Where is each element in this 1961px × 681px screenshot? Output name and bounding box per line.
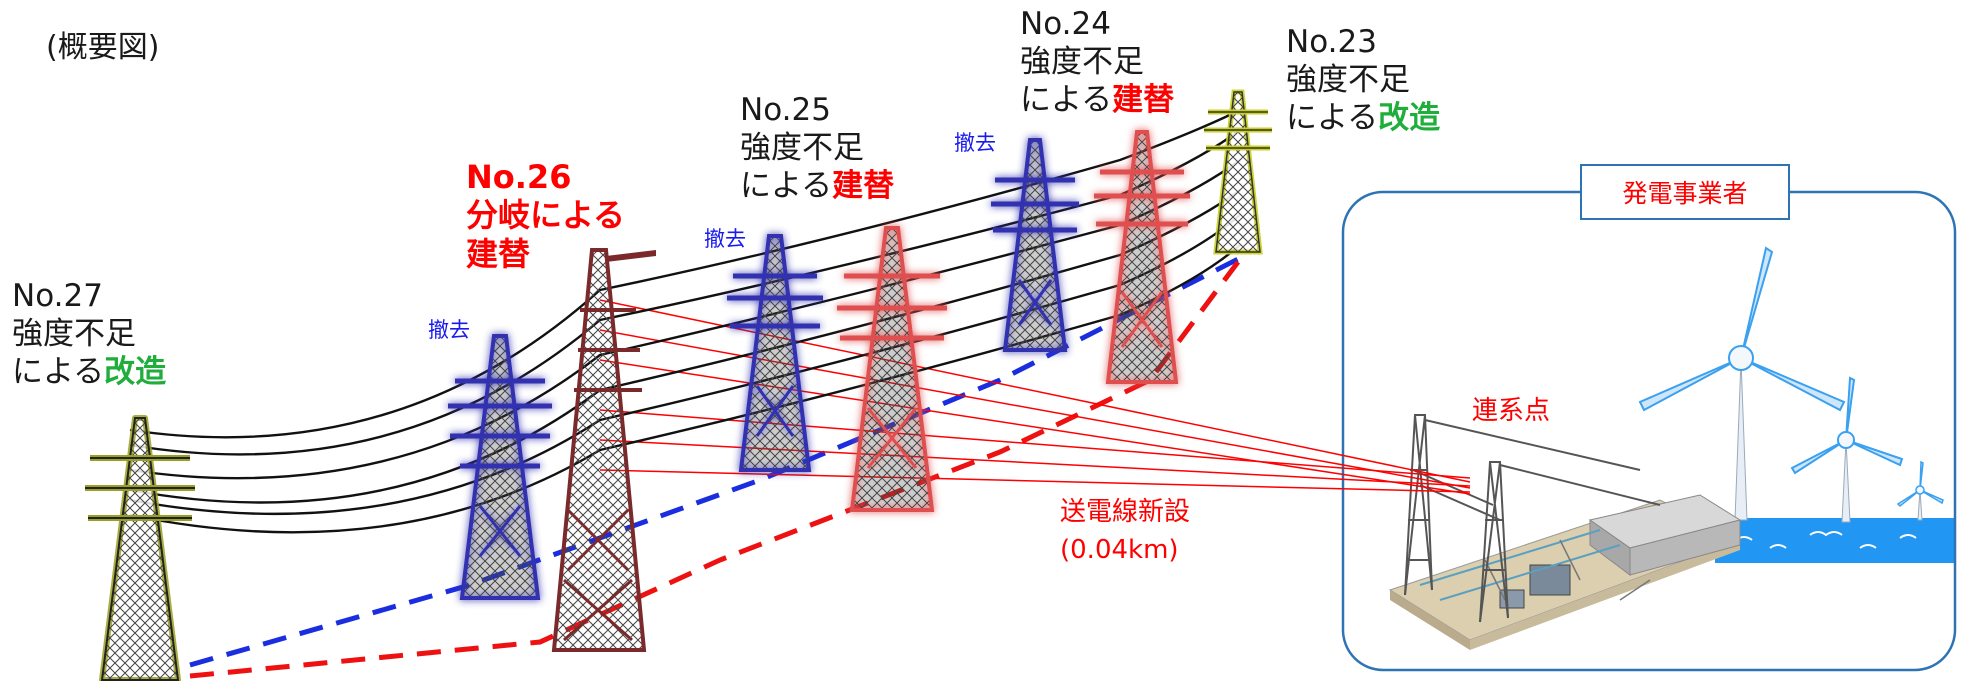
wind-turbine-icon	[1638, 246, 1846, 521]
tower-no23-label: No.23 強度不足 による改造	[1286, 24, 1440, 137]
new-line-length: (0.04km)	[1060, 534, 1179, 565]
tower-reason-prefix: による	[12, 353, 105, 390]
transmission-tower-icon	[551, 248, 656, 652]
tower-no24-label: No.24 強度不足 による建替	[1020, 6, 1174, 119]
transmission-tower-icon	[1204, 89, 1272, 255]
tower-action: 建替	[832, 167, 895, 204]
tower-reason: 強度不足	[1286, 61, 1410, 98]
transmission-tower-icon	[837, 226, 947, 512]
transmission-tower-icon	[727, 234, 823, 472]
tower-reason: 強度不足	[1020, 43, 1144, 80]
tower-no26-label: No.26 分岐による 建替	[466, 158, 625, 273]
new-line-title: 送電線新設	[1060, 497, 1191, 527]
sea	[1715, 518, 1955, 563]
removal-label: 撤去	[704, 227, 746, 251]
removal-label: 撤去	[954, 131, 996, 155]
tower-no25-label: No.25 強度不足 による建替	[740, 92, 894, 205]
tower-reason: 強度不足	[12, 315, 136, 352]
new-line-label: 送電線新設 (0.04km)	[1060, 494, 1190, 569]
wind-turbine-icon	[1790, 376, 1904, 523]
tower-number: No.26	[466, 158, 572, 196]
connection-point-label: 連系点	[1472, 396, 1551, 426]
tower-reason: 強度不足	[740, 129, 864, 166]
page-title: (概要図)	[46, 30, 160, 65]
transmission-tower-icon	[991, 138, 1079, 352]
existing-conductors	[129, 108, 1241, 534]
tower-no27-label: No.27 強度不足 による改造	[12, 278, 166, 391]
tower-number: No.23	[1286, 24, 1377, 60]
wind-turbine-icon	[1896, 460, 1944, 521]
tower-reason: 分岐による	[466, 196, 626, 235]
existing-route-dashed-line	[189, 255, 1242, 668]
tower-reason-prefix: による	[740, 167, 833, 204]
tower-number: No.27	[12, 278, 103, 314]
tower-action: 建替	[1112, 81, 1175, 118]
tower-number: No.25	[740, 92, 831, 128]
tower-action: 建替	[466, 234, 531, 273]
transmission-tower-icon	[448, 334, 552, 600]
operator-label: 発電事業者	[1580, 164, 1790, 220]
tower-action: 改造	[1378, 99, 1441, 136]
transmission-tower-icon	[1094, 130, 1190, 384]
tower-number: No.24	[1020, 6, 1111, 42]
substation-icon	[1388, 414, 1742, 650]
tower-reason-prefix: による	[1020, 81, 1113, 118]
transmission-tower-icon	[85, 415, 195, 681]
tower-action: 改造	[104, 353, 167, 390]
removal-label: 撤去	[428, 318, 470, 342]
tower-reason-prefix: による	[1286, 99, 1379, 136]
